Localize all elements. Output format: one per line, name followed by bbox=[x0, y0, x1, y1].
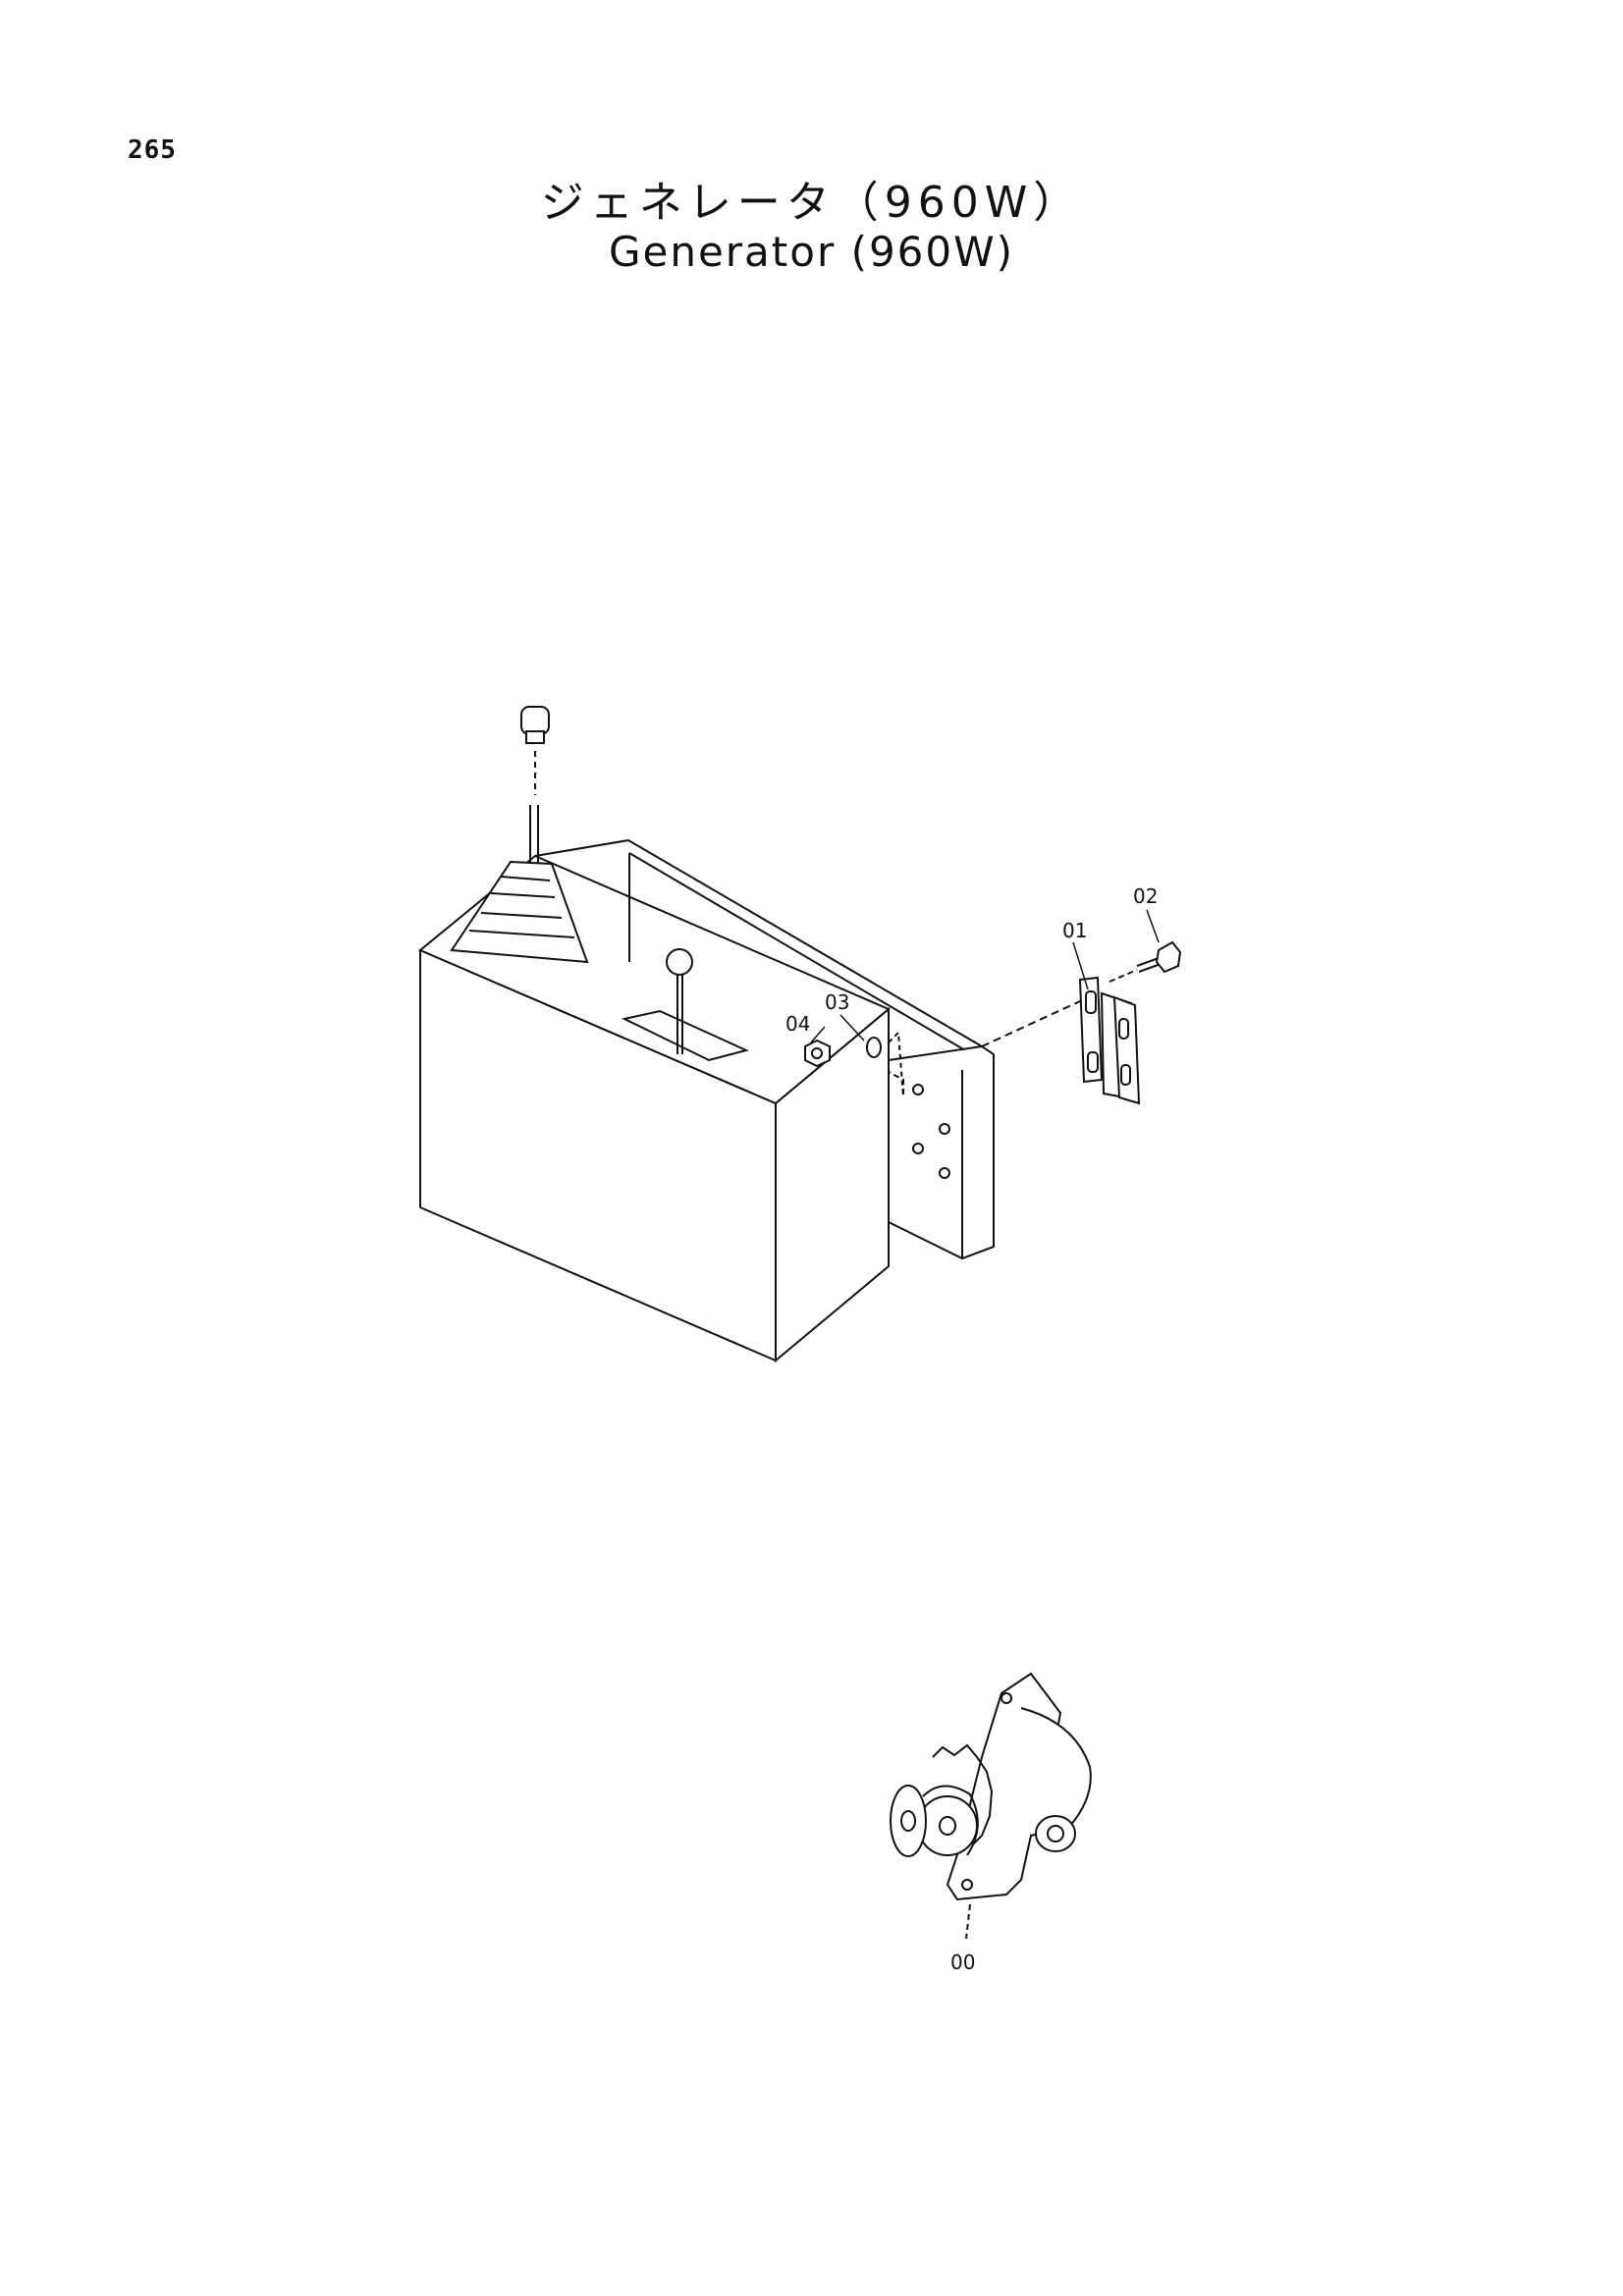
title-english: Generator (960W) bbox=[608, 228, 1015, 276]
bolt bbox=[1109, 940, 1182, 983]
callout-leaders bbox=[810, 909, 1160, 1043]
nut-and-washer bbox=[804, 1030, 904, 1098]
callout-00: 00 bbox=[950, 1950, 975, 1974]
side-plate bbox=[888, 1044, 995, 1260]
callout-03: 03 bbox=[825, 990, 849, 1014]
page-number: 265 bbox=[128, 135, 177, 165]
slot-lever bbox=[621, 948, 749, 1062]
generator-unit bbox=[890, 1672, 1092, 1940]
lever-boot bbox=[450, 706, 589, 964]
callout-04: 04 bbox=[785, 1012, 810, 1036]
callout-01: 01 bbox=[1062, 919, 1087, 942]
bracket bbox=[981, 976, 1141, 1105]
callout-02: 02 bbox=[1133, 884, 1158, 908]
title-japanese: ジェネレータ（960W） bbox=[540, 178, 1083, 228]
